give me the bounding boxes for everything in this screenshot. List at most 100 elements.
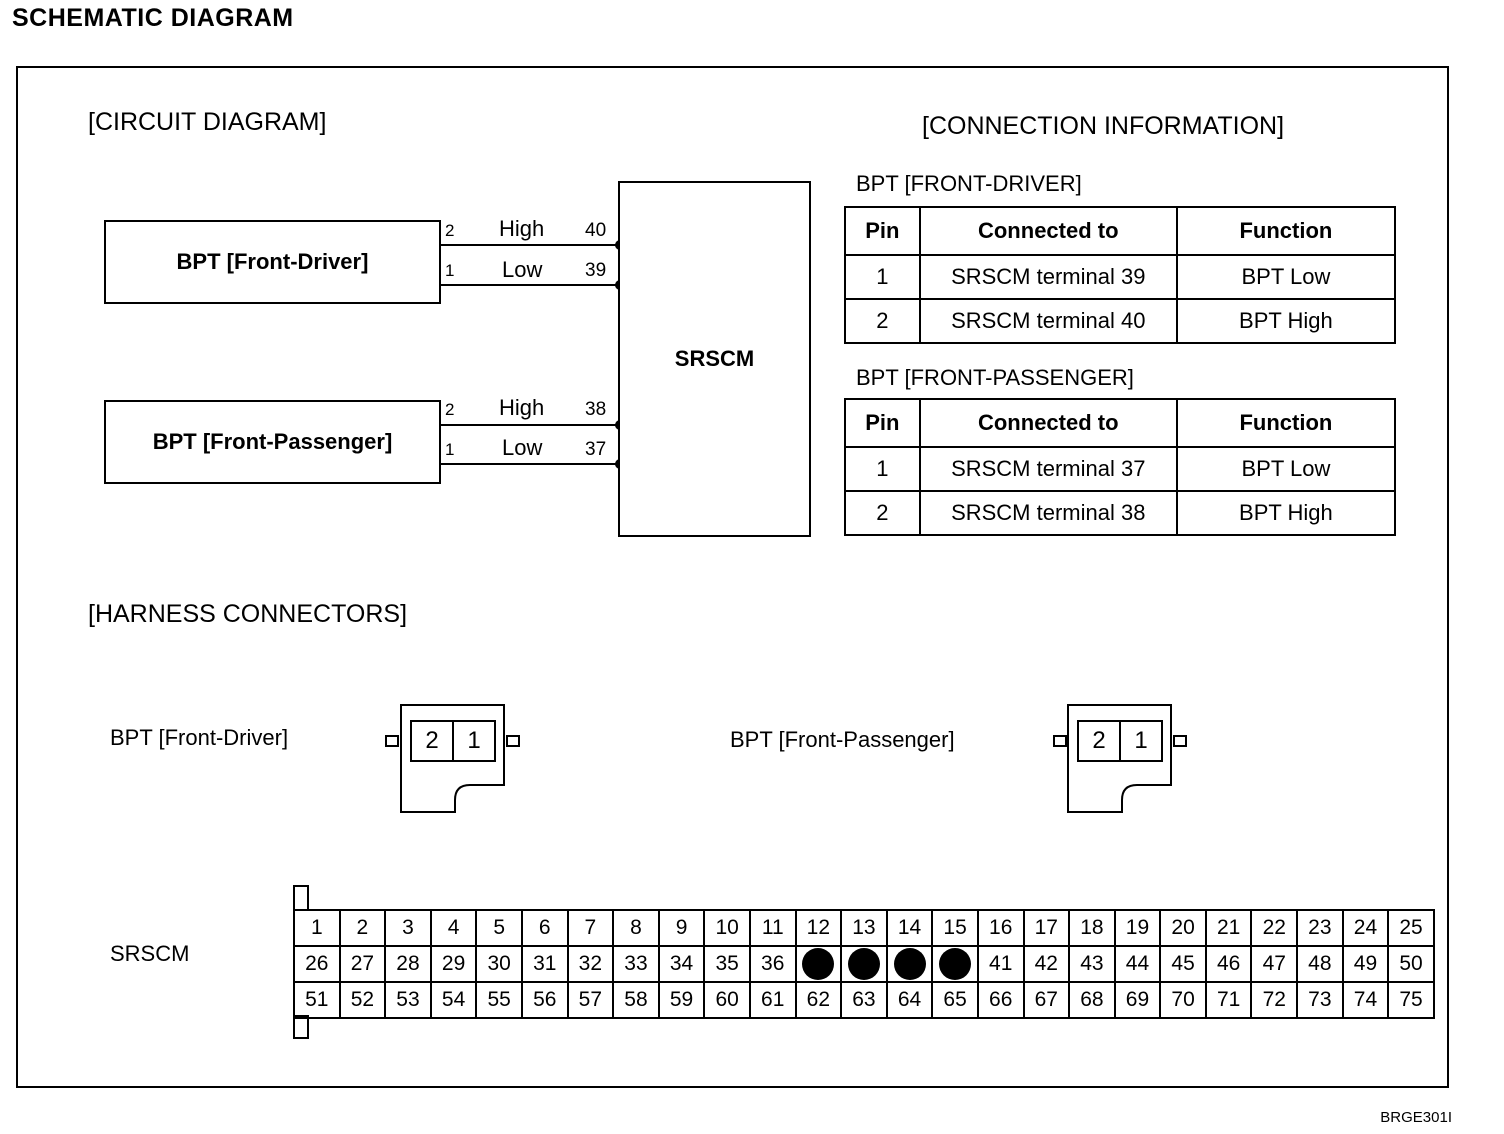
filled-pin-dot xyxy=(847,948,880,980)
connector-label: BPT [Front-Driver] xyxy=(110,725,289,750)
pin-cell: 30 xyxy=(475,945,523,983)
pin-cell: 23 xyxy=(1296,909,1344,947)
pin-cell: 75 xyxy=(1387,981,1435,1019)
header-cell: Pin xyxy=(844,398,921,448)
table-cell: BPT High xyxy=(1175,298,1397,344)
connector-pin: 1 xyxy=(467,727,481,754)
table-cell: 1 xyxy=(844,446,921,492)
pin-cell: 61 xyxy=(748,981,797,1019)
pin-cell: 74 xyxy=(1341,981,1390,1019)
pin-cell: 53 xyxy=(384,981,432,1019)
terminal-number: 37 xyxy=(585,439,607,460)
filled-pin-dot xyxy=(893,948,926,980)
pin-cell: 6 xyxy=(520,909,569,947)
pin-cell: 68 xyxy=(1068,981,1116,1019)
connector-pin: 2 xyxy=(425,727,439,754)
terminal-number: 40 xyxy=(585,220,607,241)
pin-number: 2 xyxy=(445,400,455,419)
pin-cell: 1 xyxy=(293,909,341,947)
pin-cell: 17 xyxy=(1022,909,1071,947)
pin-cell: 63 xyxy=(840,981,888,1019)
table-cell: 2 xyxy=(844,490,921,536)
table-caption: BPT [FRONT-PASSENGER] xyxy=(856,365,1134,390)
srscm-connector-label: SRSCM xyxy=(110,941,190,966)
connector-latch xyxy=(506,735,520,747)
bpt-front-passenger-box: BPT [Front-Passenger] xyxy=(104,400,441,484)
pin-cell: 44 xyxy=(1113,945,1162,983)
table-row: 1 SRSCM terminal 37 BPT Low xyxy=(844,446,1397,492)
connection-info-heading: [CONNECTION INFORMATION] xyxy=(922,112,1285,140)
pin-cell: 34 xyxy=(657,945,706,983)
table-cell: BPT Low xyxy=(1175,254,1397,300)
page-title: SCHEMATIC DIAGRAM xyxy=(12,4,294,32)
filled-pin-cell xyxy=(840,945,888,983)
signal-label: Low xyxy=(502,435,543,460)
pin-cell: 15 xyxy=(931,909,979,947)
pin-cavity xyxy=(410,720,454,762)
table-row: 2 SRSCM terminal 38 BPT High xyxy=(844,490,1397,536)
pin-cell: 42 xyxy=(1022,945,1071,983)
filled-pin-cell xyxy=(931,945,979,983)
pin-cell: 10 xyxy=(703,909,751,947)
pin-cell: 60 xyxy=(703,981,751,1019)
pin-cell: 69 xyxy=(1113,981,1162,1019)
pin-cell: 65 xyxy=(931,981,979,1019)
connector-latch xyxy=(385,735,399,747)
pin-cell: 54 xyxy=(429,981,478,1019)
diagram-frame xyxy=(16,66,1449,1088)
connection-table-front-driver: Pin Connected to Function 1 SRSCM termin… xyxy=(844,206,1397,344)
pin-cell: 3 xyxy=(384,909,432,947)
pin-cell: 14 xyxy=(885,909,934,947)
pin-cell: 20 xyxy=(1159,909,1207,947)
table-header-row: Pin Connected to Function xyxy=(844,206,1397,256)
pin-cell: 27 xyxy=(338,945,387,983)
image-code: BRGE301I xyxy=(1380,1109,1452,1126)
table-cell: 2 xyxy=(844,298,921,344)
pin-cell: 72 xyxy=(1250,981,1299,1019)
pin-cell: 22 xyxy=(1250,909,1299,947)
table-row: 2 SRSCM terminal 40 BPT High xyxy=(844,298,1397,344)
header-cell: Function xyxy=(1175,206,1397,256)
connector-pin: 1 xyxy=(1134,727,1148,754)
pin-cell: 16 xyxy=(976,909,1025,947)
filled-pin-dot xyxy=(939,948,972,980)
bpt-front-driver-box: BPT [Front-Driver] xyxy=(104,220,441,304)
filled-pin-cell xyxy=(885,945,934,983)
harness-connectors-heading: [HARNESS CONNECTORS] xyxy=(88,600,408,628)
pin-cell: 51 xyxy=(293,981,341,1019)
table-cell: BPT High xyxy=(1175,490,1397,536)
pin-number: 1 xyxy=(445,440,455,459)
header-cell: Connected to xyxy=(918,206,1178,256)
pin-cell: 36 xyxy=(748,945,797,983)
table-cell: SRSCM terminal 39 xyxy=(918,254,1178,300)
pin-cell: 55 xyxy=(475,981,523,1019)
srscm-latch xyxy=(293,885,309,911)
pin-cell: 7 xyxy=(566,909,615,947)
signal-label: High xyxy=(499,395,545,420)
pin-cell: 5 xyxy=(475,909,523,947)
pin-cell: 26 xyxy=(293,945,341,983)
pin-cell: 4 xyxy=(429,909,478,947)
pin-cell: 41 xyxy=(976,945,1025,983)
terminal-number: 39 xyxy=(585,260,607,281)
signal-label: High xyxy=(499,216,545,241)
pin-cavity xyxy=(452,720,496,762)
pin-cell: 29 xyxy=(429,945,478,983)
pin-cell: 50 xyxy=(1387,945,1435,983)
connector-pin: 2 xyxy=(1092,727,1106,754)
srscm-module-box: SRSCM xyxy=(618,181,811,537)
pin-cell: 28 xyxy=(384,945,432,983)
pin-cell: 57 xyxy=(566,981,615,1019)
pin-cell: 31 xyxy=(520,945,569,983)
pin-cell: 64 xyxy=(885,981,934,1019)
pin-cell: 9 xyxy=(657,909,706,947)
pin-cell: 12 xyxy=(794,909,843,947)
header-cell: Function xyxy=(1175,398,1397,448)
pin-cell: 32 xyxy=(566,945,615,983)
filled-pin-cell xyxy=(794,945,843,983)
